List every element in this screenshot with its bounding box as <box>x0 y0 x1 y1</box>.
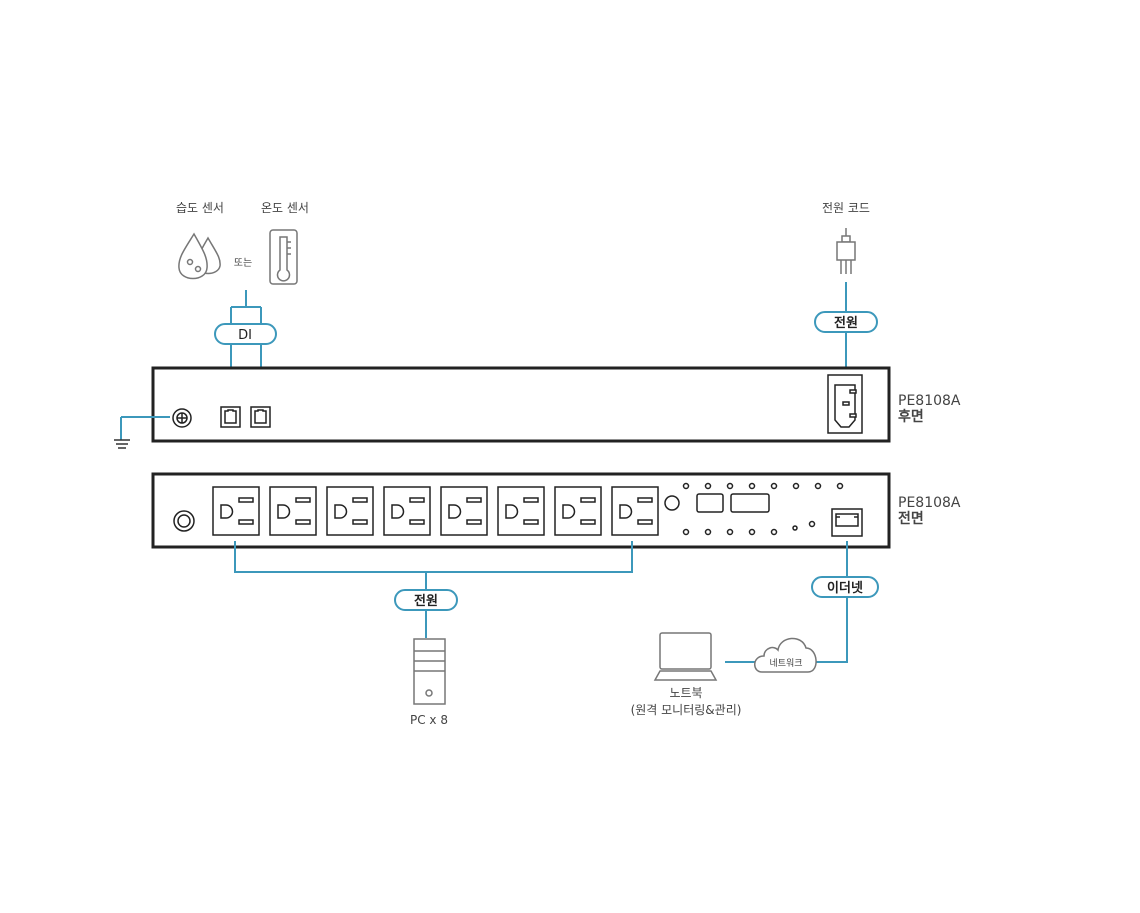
power-outlet-1[interactable] <box>212 486 260 536</box>
display-right <box>730 493 770 513</box>
power-pill-front-label: 전원 <box>414 593 438 609</box>
power-outlet-3[interactable] <box>326 486 374 536</box>
status-led <box>726 528 734 536</box>
di-cable <box>230 290 262 392</box>
laptop-label: 노트북 <box>669 686 702 700</box>
power-pill-rear-label: 전원 <box>834 315 858 331</box>
di-port-2[interactable] <box>250 406 271 428</box>
status-led <box>770 528 778 536</box>
display-left <box>696 493 724 513</box>
reset-button[interactable] <box>664 495 680 511</box>
power-switch[interactable] <box>173 510 195 532</box>
status-led <box>704 528 712 536</box>
power-outlet-7[interactable] <box>554 486 602 536</box>
front-side-label: 전면 <box>898 510 924 527</box>
rear-panel <box>151 366 891 443</box>
rear-side-label: 후면 <box>898 408 924 425</box>
humidity-sensor-label: 습도 센서 <box>176 201 224 215</box>
status-led <box>682 482 690 490</box>
pc-power-cable <box>234 541 633 638</box>
power-pill-rear <box>814 311 878 333</box>
power-plug-icon <box>836 228 856 274</box>
ground-screw-icon <box>172 408 192 428</box>
ground-cable <box>120 416 170 440</box>
status-led <box>748 528 756 536</box>
network-label: 네트워크 <box>769 658 802 669</box>
status-led <box>748 482 756 490</box>
thermometer-icon <box>269 229 298 285</box>
di-pill-label: DI <box>238 328 252 343</box>
status-led <box>792 525 798 531</box>
ethernet-pill <box>811 576 879 598</box>
power-pill-front <box>394 589 458 611</box>
or-label: 또는 <box>234 257 252 269</box>
power-outlet-6[interactable] <box>497 486 545 536</box>
temperature-sensor-label: 온도 센서 <box>261 201 309 215</box>
status-led <box>770 482 778 490</box>
di-port-1[interactable] <box>220 406 241 428</box>
status-led <box>808 520 816 528</box>
power-outlet-8[interactable] <box>611 486 659 536</box>
pc-tower-icon <box>413 638 446 705</box>
status-led <box>792 482 800 490</box>
rear-model-label: PE8108A <box>898 393 961 409</box>
di-pill <box>214 323 277 345</box>
laptop-sublabel: (원격 모니터링&관리) <box>631 703 742 717</box>
power-outlet-2[interactable] <box>269 486 317 536</box>
ethernet-port[interactable] <box>831 508 863 537</box>
power-inlet[interactable] <box>827 374 863 434</box>
power-cord-label: 전원 코드 <box>822 201 870 215</box>
status-led <box>682 528 690 536</box>
status-led <box>726 482 734 490</box>
laptop-icon <box>653 632 718 681</box>
ethernet-pill-label: 이더넷 <box>827 580 863 596</box>
front-model-label: PE8108A <box>898 495 961 511</box>
status-led <box>704 482 712 490</box>
ground-icon <box>114 439 130 449</box>
ethernet-cable <box>725 541 848 663</box>
status-led <box>814 482 822 490</box>
cloud-icon <box>754 637 817 673</box>
pc-label: PC x 8 <box>410 713 448 727</box>
water-drop-icon <box>178 232 221 280</box>
power-outlet-4[interactable] <box>383 486 431 536</box>
status-led <box>836 482 844 490</box>
power-outlet-5[interactable] <box>440 486 488 536</box>
